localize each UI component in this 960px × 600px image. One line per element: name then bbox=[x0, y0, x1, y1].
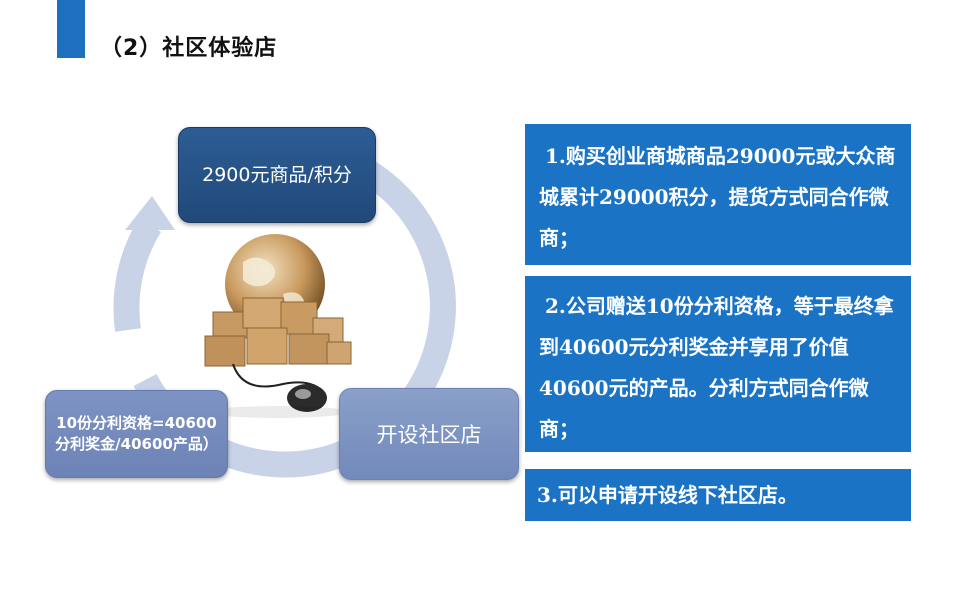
node-profit-share: 10份分利资格=40600分利奖金/40600产品） bbox=[45, 390, 228, 478]
boxes-icon bbox=[204, 297, 352, 367]
title-accent-bar bbox=[57, 0, 85, 58]
globe-boxes-illustration bbox=[203, 232, 353, 422]
cycle-ring-left bbox=[113, 218, 162, 332]
page-title: （2）社区体验店 bbox=[100, 36, 278, 61]
info-panel-3: 3.可以申请开设线下社区店。 bbox=[525, 469, 911, 521]
node-open-store: 开设社区店 bbox=[339, 388, 519, 480]
cycle-arrow-icon bbox=[125, 196, 175, 230]
info-panel-1: 1.购买创业商城商品29000元或大众商城累计29000积分，提货方式同合作微商… bbox=[525, 124, 911, 265]
node-points-value: 2900元商品/积分 bbox=[178, 127, 376, 223]
info-panel-2: 2.公司赠送10份分利资格，等于最终拿到40600元分利奖金并享用了价值4060… bbox=[525, 276, 911, 452]
